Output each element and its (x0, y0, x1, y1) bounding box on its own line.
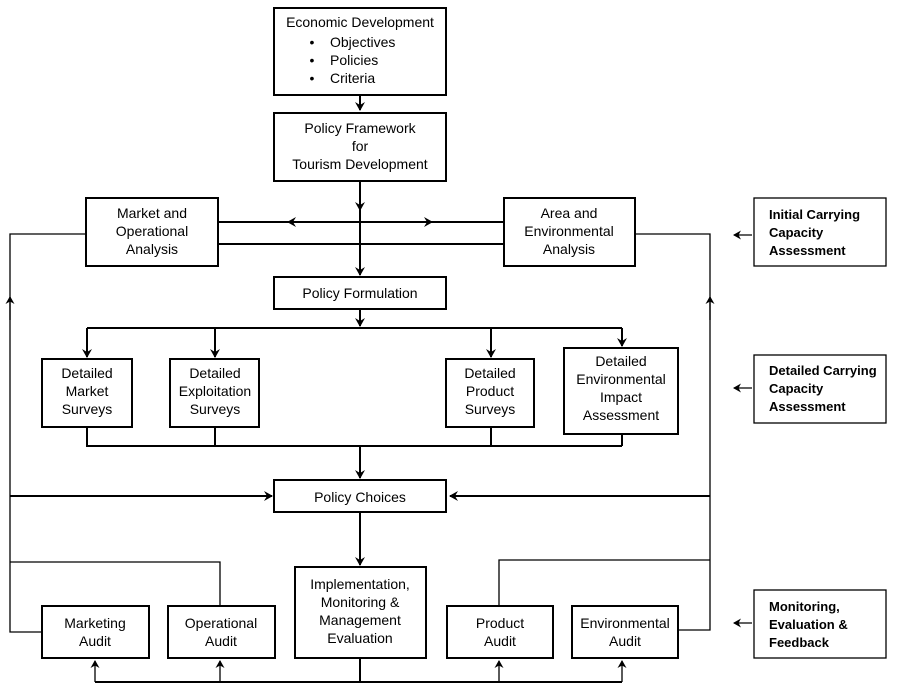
box-label: Environmental (580, 615, 670, 631)
bullet-dot: • (310, 70, 315, 86)
box-detailed-market-surveys: Detailed Market Surveys (41, 358, 133, 428)
line-left-loop (9, 233, 86, 633)
note-label: Detailed Carrying (769, 363, 877, 378)
box-label: Audit (79, 633, 111, 649)
box-label: Market and (117, 205, 187, 221)
box-label: Product (476, 615, 524, 631)
economic-development-title: Economic Development (286, 14, 434, 30)
box-label: Detailed (464, 365, 515, 381)
box-label: Analysis (126, 241, 178, 257)
box-label: Policy Framework (304, 120, 416, 136)
box-economic-development: Economic Development • Objectives • Poli… (273, 7, 447, 96)
box-label: Detailed (189, 365, 240, 381)
box-label: Monitoring & (321, 594, 400, 610)
box-label: Market (66, 383, 109, 399)
line-operational-feedback (10, 561, 221, 605)
box-label: Environmental (576, 371, 666, 387)
bullet-item: Criteria (330, 70, 375, 86)
box-label: Audit (205, 633, 237, 649)
note-label: Capacity (769, 225, 824, 240)
box-label: Policy Choices (314, 489, 406, 505)
bullet-dot: • (310, 34, 315, 50)
box-area-environmental-analysis: Area and Environmental Analysis (503, 197, 636, 267)
box-label: Operational (116, 223, 188, 239)
note-label: Assessment (769, 399, 846, 414)
box-label: Product (466, 383, 514, 399)
box-label: for (352, 138, 369, 154)
note-label: Capacity (769, 381, 824, 396)
line-right-loop (635, 233, 711, 631)
box-detailed-eia: Detailed Environmental Impact Assessment (563, 347, 679, 435)
box-label: Policy Formulation (302, 285, 417, 301)
note-label: Monitoring, (769, 599, 840, 614)
box-label: Management (319, 612, 401, 628)
box-detailed-exploitation-surveys: Detailed Exploitation Surveys (169, 358, 260, 428)
box-label: Environmental (524, 223, 614, 239)
box-environmental-audit: Environmental Audit (571, 605, 679, 659)
note-label: Initial Carrying (769, 207, 860, 222)
box-label: Tourism Development (292, 156, 427, 172)
box-label: Audit (484, 633, 516, 649)
box-policy-framework: Policy Framework for Tourism Development (273, 112, 447, 182)
box-policy-choices: Policy Choices (273, 479, 447, 513)
box-label: Detailed (61, 365, 112, 381)
box-label: Audit (609, 633, 641, 649)
box-label: Evaluation (327, 630, 392, 646)
bullet-item: Policies (330, 52, 378, 68)
box-label: Surveys (465, 401, 516, 417)
line-survey-collect (86, 427, 622, 447)
bullet-item: Objectives (330, 34, 395, 50)
box-label: Assessment (583, 407, 659, 423)
box-marketing-audit: Marketing Audit (41, 605, 150, 659)
note-initial-carrying-capacity: Initial Carrying Capacity Assessment (753, 197, 887, 267)
connectors (5, 95, 752, 683)
box-label: Implementation, (310, 576, 410, 592)
note-detailed-carrying-capacity: Detailed Carrying Capacity Assessment (753, 354, 887, 424)
bullet-dot: • (310, 52, 315, 68)
box-label: Marketing (64, 615, 125, 631)
box-implementation: Implementation, Monitoring & Management … (294, 566, 427, 659)
note-label: Assessment (769, 243, 846, 258)
box-label: Surveys (190, 401, 241, 417)
box-label: Surveys (62, 401, 113, 417)
box-market-operational-analysis: Market and Operational Analysis (85, 197, 219, 267)
note-monitoring-feedback: Monitoring, Evaluation & Feedback (753, 589, 887, 659)
box-label: Exploitation (179, 383, 251, 399)
box-detailed-product-surveys: Detailed Product Surveys (445, 358, 535, 428)
line-product-feedback (498, 559, 710, 605)
box-label: Detailed (595, 353, 646, 369)
box-label: Analysis (543, 241, 595, 257)
box-label: Impact (600, 389, 642, 405)
box-operational-audit: Operational Audit (167, 605, 276, 659)
note-label: Evaluation & (769, 617, 848, 632)
note-label: Feedback (769, 635, 830, 650)
box-label: Area and (541, 205, 598, 221)
box-policy-formulation: Policy Formulation (273, 276, 447, 310)
box-product-audit: Product Audit (446, 605, 554, 659)
box-label: Operational (185, 615, 257, 631)
